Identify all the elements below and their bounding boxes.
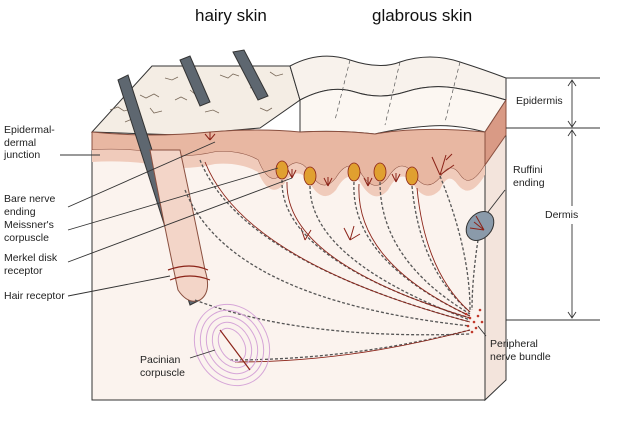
dermis-label-bg bbox=[540, 206, 590, 224]
label-ruffini-ending: Ruffini ending bbox=[513, 164, 545, 189]
label-meissners-corpuscle: Meissner's corpuscle bbox=[4, 219, 54, 244]
label-line: Pacinian bbox=[140, 354, 181, 366]
label-merkel-disk-receptor: Merkel disk receptor bbox=[4, 252, 57, 277]
label-hair-receptor: Hair receptor bbox=[4, 290, 65, 303]
label-line: receptor bbox=[4, 264, 43, 277]
epidermis-side bbox=[484, 98, 507, 167]
heading-hairy-skin: hairy skin bbox=[195, 6, 267, 25]
glabrous-skin-surface bbox=[299, 86, 507, 135]
label-line: Meissner's bbox=[4, 219, 54, 231]
label-line: corpuscle bbox=[140, 366, 185, 379]
label-line: Peripheral bbox=[490, 338, 538, 350]
pacinian-axon bbox=[219, 329, 251, 371]
label-line: junction bbox=[4, 149, 41, 161]
label-bare-nerve-ending: Bare nerve ending bbox=[4, 193, 55, 218]
heading-glabrous-skin: glabrous skin bbox=[372, 6, 473, 25]
label-line: nerve bundle bbox=[490, 350, 551, 363]
label-line: ending bbox=[4, 205, 36, 218]
label-line: Hair receptor bbox=[4, 290, 65, 302]
label-leaders bbox=[60, 141, 506, 359]
epidermal-dermal-junction-band bbox=[92, 149, 485, 197]
peripheral-nerve-bundle-dots bbox=[464, 308, 484, 334]
nerve-axons bbox=[204, 161, 471, 363]
label-epidermal-dermal-junction: Epidermal- dermal junction bbox=[4, 124, 55, 162]
label-dermis: Dermis bbox=[545, 209, 579, 221]
merkel-disks bbox=[204, 132, 401, 187]
hair-follicle bbox=[149, 149, 209, 302]
label-line: corpuscle bbox=[4, 231, 49, 244]
label-line: Bare nerve bbox=[4, 193, 56, 205]
label-line: Merkel disk bbox=[4, 252, 58, 264]
label-line: Epidermal- bbox=[4, 124, 55, 136]
label-line: ending bbox=[513, 176, 545, 189]
ridge-lines bbox=[334, 59, 461, 126]
label-line: Ruffini bbox=[513, 164, 543, 176]
hair-receptor-wrap bbox=[167, 265, 209, 271]
epidermis-label-bg bbox=[514, 92, 570, 110]
ruffini-ending bbox=[465, 211, 495, 241]
label-peripheral-nerve-bundle: Peripheral nerve bundle bbox=[490, 338, 551, 363]
label-epidermis: Epidermis bbox=[516, 95, 563, 107]
pacinian-corpuscle bbox=[193, 303, 271, 387]
dimension-brackets bbox=[506, 77, 600, 321]
hair-receptor-wrap-2 bbox=[169, 275, 211, 281]
label-pacinian-corpuscle: Pacinian corpuscle bbox=[140, 354, 185, 379]
label-line: dermal bbox=[4, 136, 37, 149]
